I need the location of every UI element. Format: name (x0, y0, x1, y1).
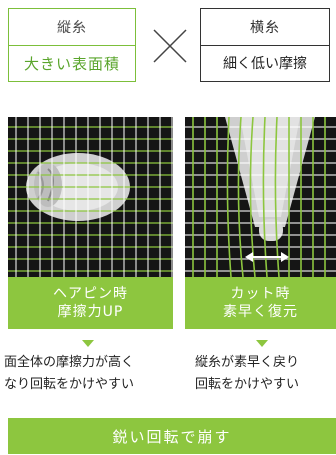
hairpin-caption-line2: 摩擦力UP (57, 304, 124, 320)
string-grid (8, 126, 173, 272)
hairpin-caption: ヘアピン時 摩擦力UP (8, 277, 173, 329)
yoko-card-subtitle: 細く低い摩擦 (223, 56, 307, 73)
hairpin-illustration (8, 117, 173, 277)
cut-caption: カット時 素早く復元 (185, 277, 336, 329)
hairpin-desc-line1: 面全体の摩擦力が高く (4, 355, 135, 370)
tate-card-subtitle: 大きい表面積 (23, 54, 120, 73)
cut-illustration (185, 117, 336, 277)
string-grid (192, 117, 326, 277)
cut-caption-line1: カット時 (230, 286, 291, 302)
cross-icon (153, 29, 187, 63)
summary-banner: 鋭い回転で崩す (8, 418, 336, 454)
double-arrow-icon (245, 252, 289, 262)
cut-panel: カット時 素早く復元 (185, 117, 336, 329)
tate-card: 縦糸 大きい表面積 (8, 8, 136, 82)
hairpin-desc-line2: なり回転をかけやすい (4, 377, 135, 392)
cut-description: 縦糸が素早く戻り 回転をかけやすい (195, 352, 299, 396)
yoko-card: 横糸 細く低い摩擦 (200, 8, 330, 82)
hairpin-panel: ヘアピン時 摩擦力UP (8, 117, 173, 329)
tate-card-title: 縦糸 (9, 9, 135, 46)
down-arrow-icon (256, 340, 268, 347)
hairpin-description: 面全体の摩擦力が高く なり回転をかけやすい (4, 352, 134, 396)
cut-caption-line2: 素早く復元 (223, 304, 298, 320)
cut-desc-line1: 縦糸が素早く戻り (195, 355, 300, 370)
cut-desc-line2: 回転をかけやすい (195, 377, 300, 392)
hairpin-caption-line1: ヘアピン時 (53, 286, 128, 302)
down-arrow-icon (82, 340, 94, 347)
yoko-card-title: 横糸 (201, 9, 329, 46)
